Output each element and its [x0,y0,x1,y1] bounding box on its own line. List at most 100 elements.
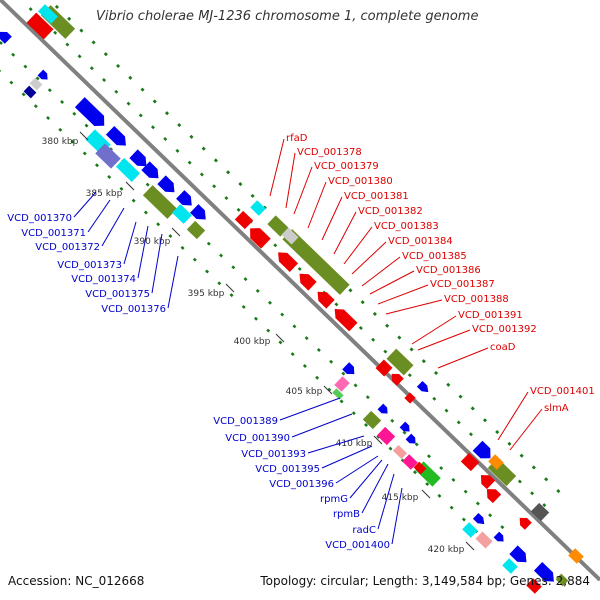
gene-forward-shape [176,190,192,206]
label-leader [417,329,471,351]
scale-tick [421,489,431,499]
scale-tick [275,333,285,343]
gene-forward-shape [190,204,206,220]
gene-label-right: VCD_001391 [458,310,523,321]
misc-feature [334,376,350,392]
rna-feature [386,348,414,376]
misc-feature [402,454,418,470]
gene-forward-shape [37,69,48,80]
gene-forward [493,531,504,542]
gene-label-right: VCD_001401 [530,386,595,397]
gene-forward-shape [472,512,485,525]
gene-label-left: radC [352,525,376,536]
gene-label-right: VCD_001388 [444,294,509,305]
rna-feature [555,573,569,587]
label-leader [101,207,125,247]
misc-feature-shape [172,204,192,224]
gene-forward-shape [0,31,12,44]
gene-reverse [278,252,299,272]
label-leader [279,397,341,421]
gene-label-left: rpmB [333,509,360,520]
label-leader [391,487,403,545]
gene-reverse [460,452,480,472]
misc-feature-shape [38,4,58,24]
gene-forward-shape [105,126,126,146]
chromosome-backbone [0,0,600,582]
misc-feature [488,454,504,470]
misc-feature [568,548,584,564]
gene-label-right: VCD_001379 [314,161,379,172]
label-leader [385,299,443,315]
gene-pseudo-shape [475,531,493,549]
gene-label-left: VCD_001373 [57,260,122,271]
gene-forward [190,204,206,220]
gene-reverse [375,359,393,377]
gene-forward-shape [405,433,416,444]
rna-feature [282,229,350,295]
label-leader [307,181,327,229]
label-leader [269,138,285,197]
gene-reverse [299,273,317,291]
gene-label-right: VCD_001383 [374,221,439,232]
rna-feature [267,215,289,237]
gene-reverse-shape [460,452,480,472]
gene-label-left: VCD_001374 [71,274,136,285]
scale-tick [125,181,135,191]
gene-forward [95,143,121,169]
misc-feature-shape [402,454,418,470]
gene-label-right: VCD_001381 [344,191,409,202]
label-leader [321,196,343,241]
rna-feature-shape [362,410,382,430]
label-leader [411,315,457,345]
label-leader [361,256,401,287]
gene-label-right: rfaD [286,133,308,144]
gene-reverse-shape [480,475,496,490]
gene-forward [37,69,48,80]
gene-label-right: VCD_001378 [297,147,362,158]
gene-reverse [519,517,532,530]
misc-feature [462,522,478,538]
gene-forward-shape [74,97,105,126]
gene-forward [405,433,416,444]
gene-forward [342,362,355,375]
misc-feature-shape [502,558,518,574]
misc-feature-shape [488,454,504,470]
label-leader [349,459,383,499]
scale-label: 390 kbp [134,237,171,247]
accession-text: Accession: NC_012668 [8,574,145,588]
gene-reverse-shape [391,373,404,386]
gene-forward [74,97,105,126]
gene-forward [416,380,429,393]
gene-forward-shape [95,143,121,169]
label-leader [343,226,373,265]
misc-feature-shape [334,376,350,392]
gene-reverse-shape [26,12,54,40]
gene-pseudo [392,444,408,460]
gene-other-shape [530,502,550,522]
gene-reverse-shape [234,210,254,230]
misc-feature-shape [250,200,266,216]
scale-tick [79,131,89,141]
gene-label-left: VCD_001375 [85,289,150,300]
gene-label-right: coaD [490,342,516,353]
label-leader [351,241,387,275]
gene-label-right: VCD_001380 [328,176,393,187]
gene-forward-shape [509,545,527,563]
gene-forward-shape [157,175,175,193]
label-leader [333,211,357,255]
gene-pseudo [29,77,43,91]
gene-label-left: VCD_001400 [325,540,390,551]
label-leader [293,166,313,215]
gene-pseudo-shape [281,227,299,245]
gene-label-left: VCD_001376 [101,304,166,315]
gene-forward [141,161,159,179]
map-title: Vibrio cholerae MJ-1236 chromosome 1, co… [96,9,479,24]
gene-forward [377,403,388,414]
gene-forward-shape [377,403,388,414]
misc-feature [172,204,192,224]
gene-forward-shape [129,149,147,167]
label-leader [361,463,389,514]
gene-reverse-shape [299,273,317,291]
gene-pseudo [475,531,493,549]
